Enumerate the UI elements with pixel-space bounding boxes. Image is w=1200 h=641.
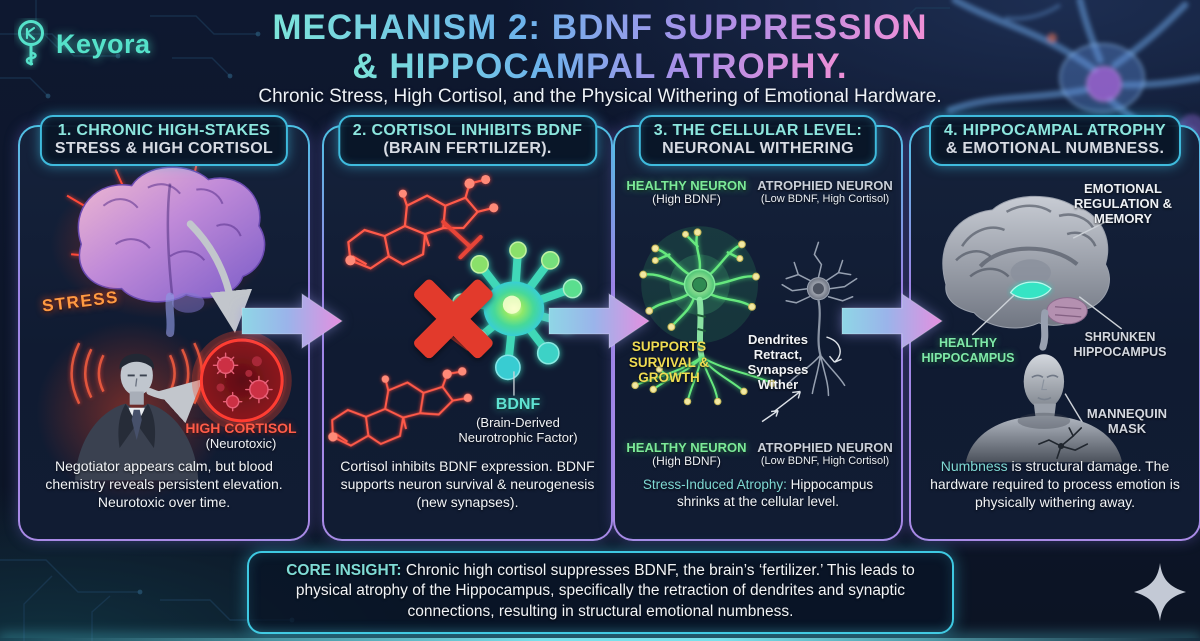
- panel-4-title: 4. HIPPOCAMPAL ATROPHY & EMOTIONAL NUMBN…: [928, 115, 1182, 166]
- panel-3-title: 3. THE CELLULAR LEVEL: NEURONAL WITHERIN…: [638, 115, 878, 166]
- cortisol-molecule-top: [345, 174, 499, 270]
- panel-4-background: [911, 127, 1199, 539]
- panel-3-title-line1: 3. THE CELLULAR LEVEL:: [653, 122, 863, 139]
- panel-3-description: Stress-Induced Atrophy: Hippocampus shri…: [642, 477, 874, 510]
- brain-cross-section: [942, 195, 1110, 351]
- brand-name: Keyora: [56, 28, 151, 59]
- bdnf-label: BDNF (Brain-Derived Neurotrophic Factor): [458, 396, 578, 445]
- flow-arrows: [146, 220, 253, 424]
- panel-2-title-line2: (BRAIN FERTILIZER).: [383, 140, 552, 157]
- healthy-hippocampus-label: HEALTHY HIPPOCAMPUS: [921, 336, 1015, 365]
- healthy-neuron-label-bottom: HEALTHY NEURON (High BDNF): [626, 440, 747, 469]
- panel-4-title-line2: & EMOTIONAL NUMBNESS.: [945, 140, 1165, 157]
- panel-4-description: Numbness is structural damage. The hardw…: [930, 458, 1180, 510]
- annotation-arrows: [761, 336, 842, 423]
- pointer-lines: [971, 217, 1123, 425]
- cortisol-molecule-bottom: [328, 367, 473, 447]
- panel-1-chronic-stress: 1. CHRONIC HIGH-STAKES STRESS & HIGH COR…: [18, 115, 310, 541]
- panel-4-title-line1: 4. HIPPOCAMPAL ATROPHY: [943, 122, 1167, 139]
- shrunken-hippocampus-label: SHRUNKEN HIPPOCAMPUS: [1073, 330, 1167, 359]
- emotional-regulation-label: EMOTIONAL REGULATION & MEMORY: [1074, 181, 1172, 227]
- title-line-2: & HIPPOCAMPAL ATROPHY.: [352, 47, 848, 87]
- healthy-neuron-label-top: HEALTHY NEURON (High BDNF): [626, 178, 747, 207]
- cortisol-molecules: [212, 352, 273, 412]
- panel-1-title: 1. CHRONIC HIGH-STAKES STRESS & HIGH COR…: [39, 115, 289, 166]
- panel-3-cellular-level: 3. THE CELLULAR LEVEL: NEURONAL WITHERIN…: [613, 115, 903, 541]
- panel-4-hippocampal-atrophy: 4. HIPPOCAMPAL ATROPHY & EMOTIONAL NUMBN…: [909, 115, 1200, 541]
- panel-4-illustration: [942, 195, 1123, 463]
- panel-3-title-line2: NEURONAL WITHERING: [662, 140, 854, 157]
- sparkle-icon: [1134, 563, 1186, 621]
- inhibition-symbol: [441, 219, 483, 260]
- hippocampus-highlight: [1009, 281, 1052, 300]
- panel-1-title-line2: STRESS & HIGH CORTISOL: [54, 140, 274, 157]
- panel-1-illustration: [36, 165, 292, 503]
- panel-2-title-line1: 2. CORTISOL INHIBITS BDNF: [352, 122, 583, 139]
- panel-3-illustration: [631, 226, 858, 423]
- panel-1-title-line1: 1. CHRONIC HIGH-STAKES: [57, 122, 271, 139]
- atrophied-neuron-figure: [781, 241, 858, 397]
- atrophied-neuron-label-top: ATROPHIED NEURON (Low BDNF, High Cortiso…: [757, 178, 893, 206]
- red-x-mark: [414, 279, 493, 359]
- page-subtitle: Chronic Stress, High Cortisol, and the P…: [258, 86, 942, 107]
- page-title: MECHANISM 2: BDNF SUPPRESSION & HIPPOCAM…: [0, 8, 1200, 86]
- panel-2-cortisol-inhibits-bdnf: 2. CORTISOL INHIBITS BDNF (BRAIN FERTILI…: [322, 115, 613, 541]
- high-cortisol-label: HIGH CORTISOL (Neurotoxic): [185, 420, 297, 452]
- healthy-neuron-figure: [631, 226, 776, 406]
- core-insight-text: CORE INSIGHT: Chronic high cortisol supp…: [286, 562, 915, 620]
- bottom-glow-line: [0, 638, 1200, 641]
- panel-2-description: Cortisol inhibits BDNF expression. BDNF …: [340, 458, 595, 510]
- atrophied-neuron-label-bottom: ATROPHIED NEURON (Low BDNF, High Cortiso…: [757, 440, 893, 468]
- panel-2-title: 2. CORTISOL INHIBITS BDNF (BRAIN FERTILI…: [337, 115, 598, 166]
- core-insight-box: CORE INSIGHT: Chronic high cortisol supp…: [247, 551, 954, 635]
- brand-logo: Keyora: [14, 18, 151, 70]
- dendrites-retract-label: Dendrites Retract, Synapses Wither: [747, 332, 809, 393]
- mannequin-figure: [966, 354, 1122, 463]
- panel-1-description: Negotiator appears calm, but blood chemi…: [45, 458, 283, 510]
- key-icon: [18, 20, 44, 66]
- mannequin-mask-label: MANNEQUIN MASK: [1086, 406, 1168, 437]
- cortisol-circle: [191, 330, 292, 431]
- supports-survival-label: SUPPORTS SURVIVAL & GROWTH: [628, 339, 710, 386]
- title-line-1: MECHANISM 2: BDNF SUPPRESSION: [272, 8, 928, 47]
